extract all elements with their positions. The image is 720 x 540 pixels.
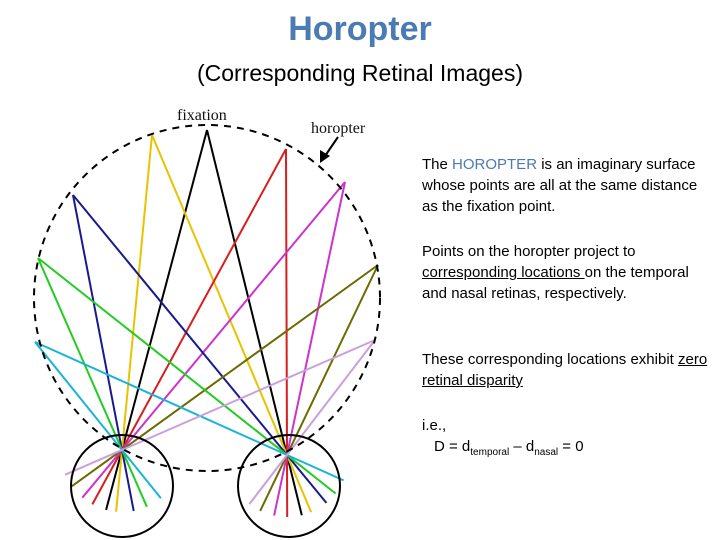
eq-d: D = d — [434, 438, 471, 455]
eq-end: = 0 — [558, 438, 584, 455]
ray-2-left — [91, 148, 287, 505]
eq-sub-nasal: nasal — [534, 447, 559, 458]
ray-1-right — [151, 134, 313, 513]
ie-label: i.e., — [422, 417, 447, 434]
ray-8-right — [248, 339, 376, 505]
left-eye — [70, 434, 174, 538]
right-eye — [237, 434, 341, 538]
page-subtitle: (Corresponding Retinal Images) — [197, 60, 523, 86]
p1-pre: The — [422, 156, 453, 173]
p3-pre: These corresponding locations exhibit — [422, 351, 678, 368]
ray-5-right — [259, 264, 379, 512]
ray-4-left — [72, 194, 135, 512]
horopter-label: horopter — [311, 120, 366, 137]
horopter-term: HOROPTER — [452, 156, 538, 173]
corresponding-locations-term: corresponding locations — [422, 264, 585, 281]
p2-post: on the temporal and nasal retinas, respe… — [422, 264, 689, 302]
horopter-arrow — [324, 136, 339, 157]
horopter-definition: The HOROPTER is an imaginary surface who… — [422, 154, 712, 217]
ray-3-left — [81, 181, 346, 499]
page-title: Horopter — [288, 10, 432, 48]
ray-3-right — [273, 181, 346, 516]
equation: D = dtemporal – dnasal = 0 — [422, 436, 712, 463]
horopter-arrowhead — [320, 150, 330, 163]
horopter-circle — [33, 124, 381, 472]
disparity-equation: i.e., D = dtemporal – dnasal = 0 — [422, 415, 712, 463]
fixation-label: fixation — [177, 107, 227, 124]
ray-7-right — [34, 341, 345, 482]
eq-d2: – d — [509, 438, 535, 455]
zero-disparity-text: These corresponding locations exhibit ze… — [422, 349, 712, 391]
p1-post: is an imaginary surface whose points are… — [422, 156, 698, 215]
ray-6-left — [37, 257, 148, 508]
zero-disparity-term: zero retinal disparity — [422, 351, 708, 389]
corresponding-locations-text: Points on the horopter project to corres… — [422, 241, 712, 304]
projection-rays — [34, 129, 379, 518]
ray-8-left — [64, 339, 376, 476]
eq-sub-temporal: temporal — [470, 447, 510, 458]
ray-5-left — [71, 264, 379, 488]
p2-pre: Points on the horopter project to — [422, 243, 636, 260]
ray-7-left — [34, 341, 162, 499]
